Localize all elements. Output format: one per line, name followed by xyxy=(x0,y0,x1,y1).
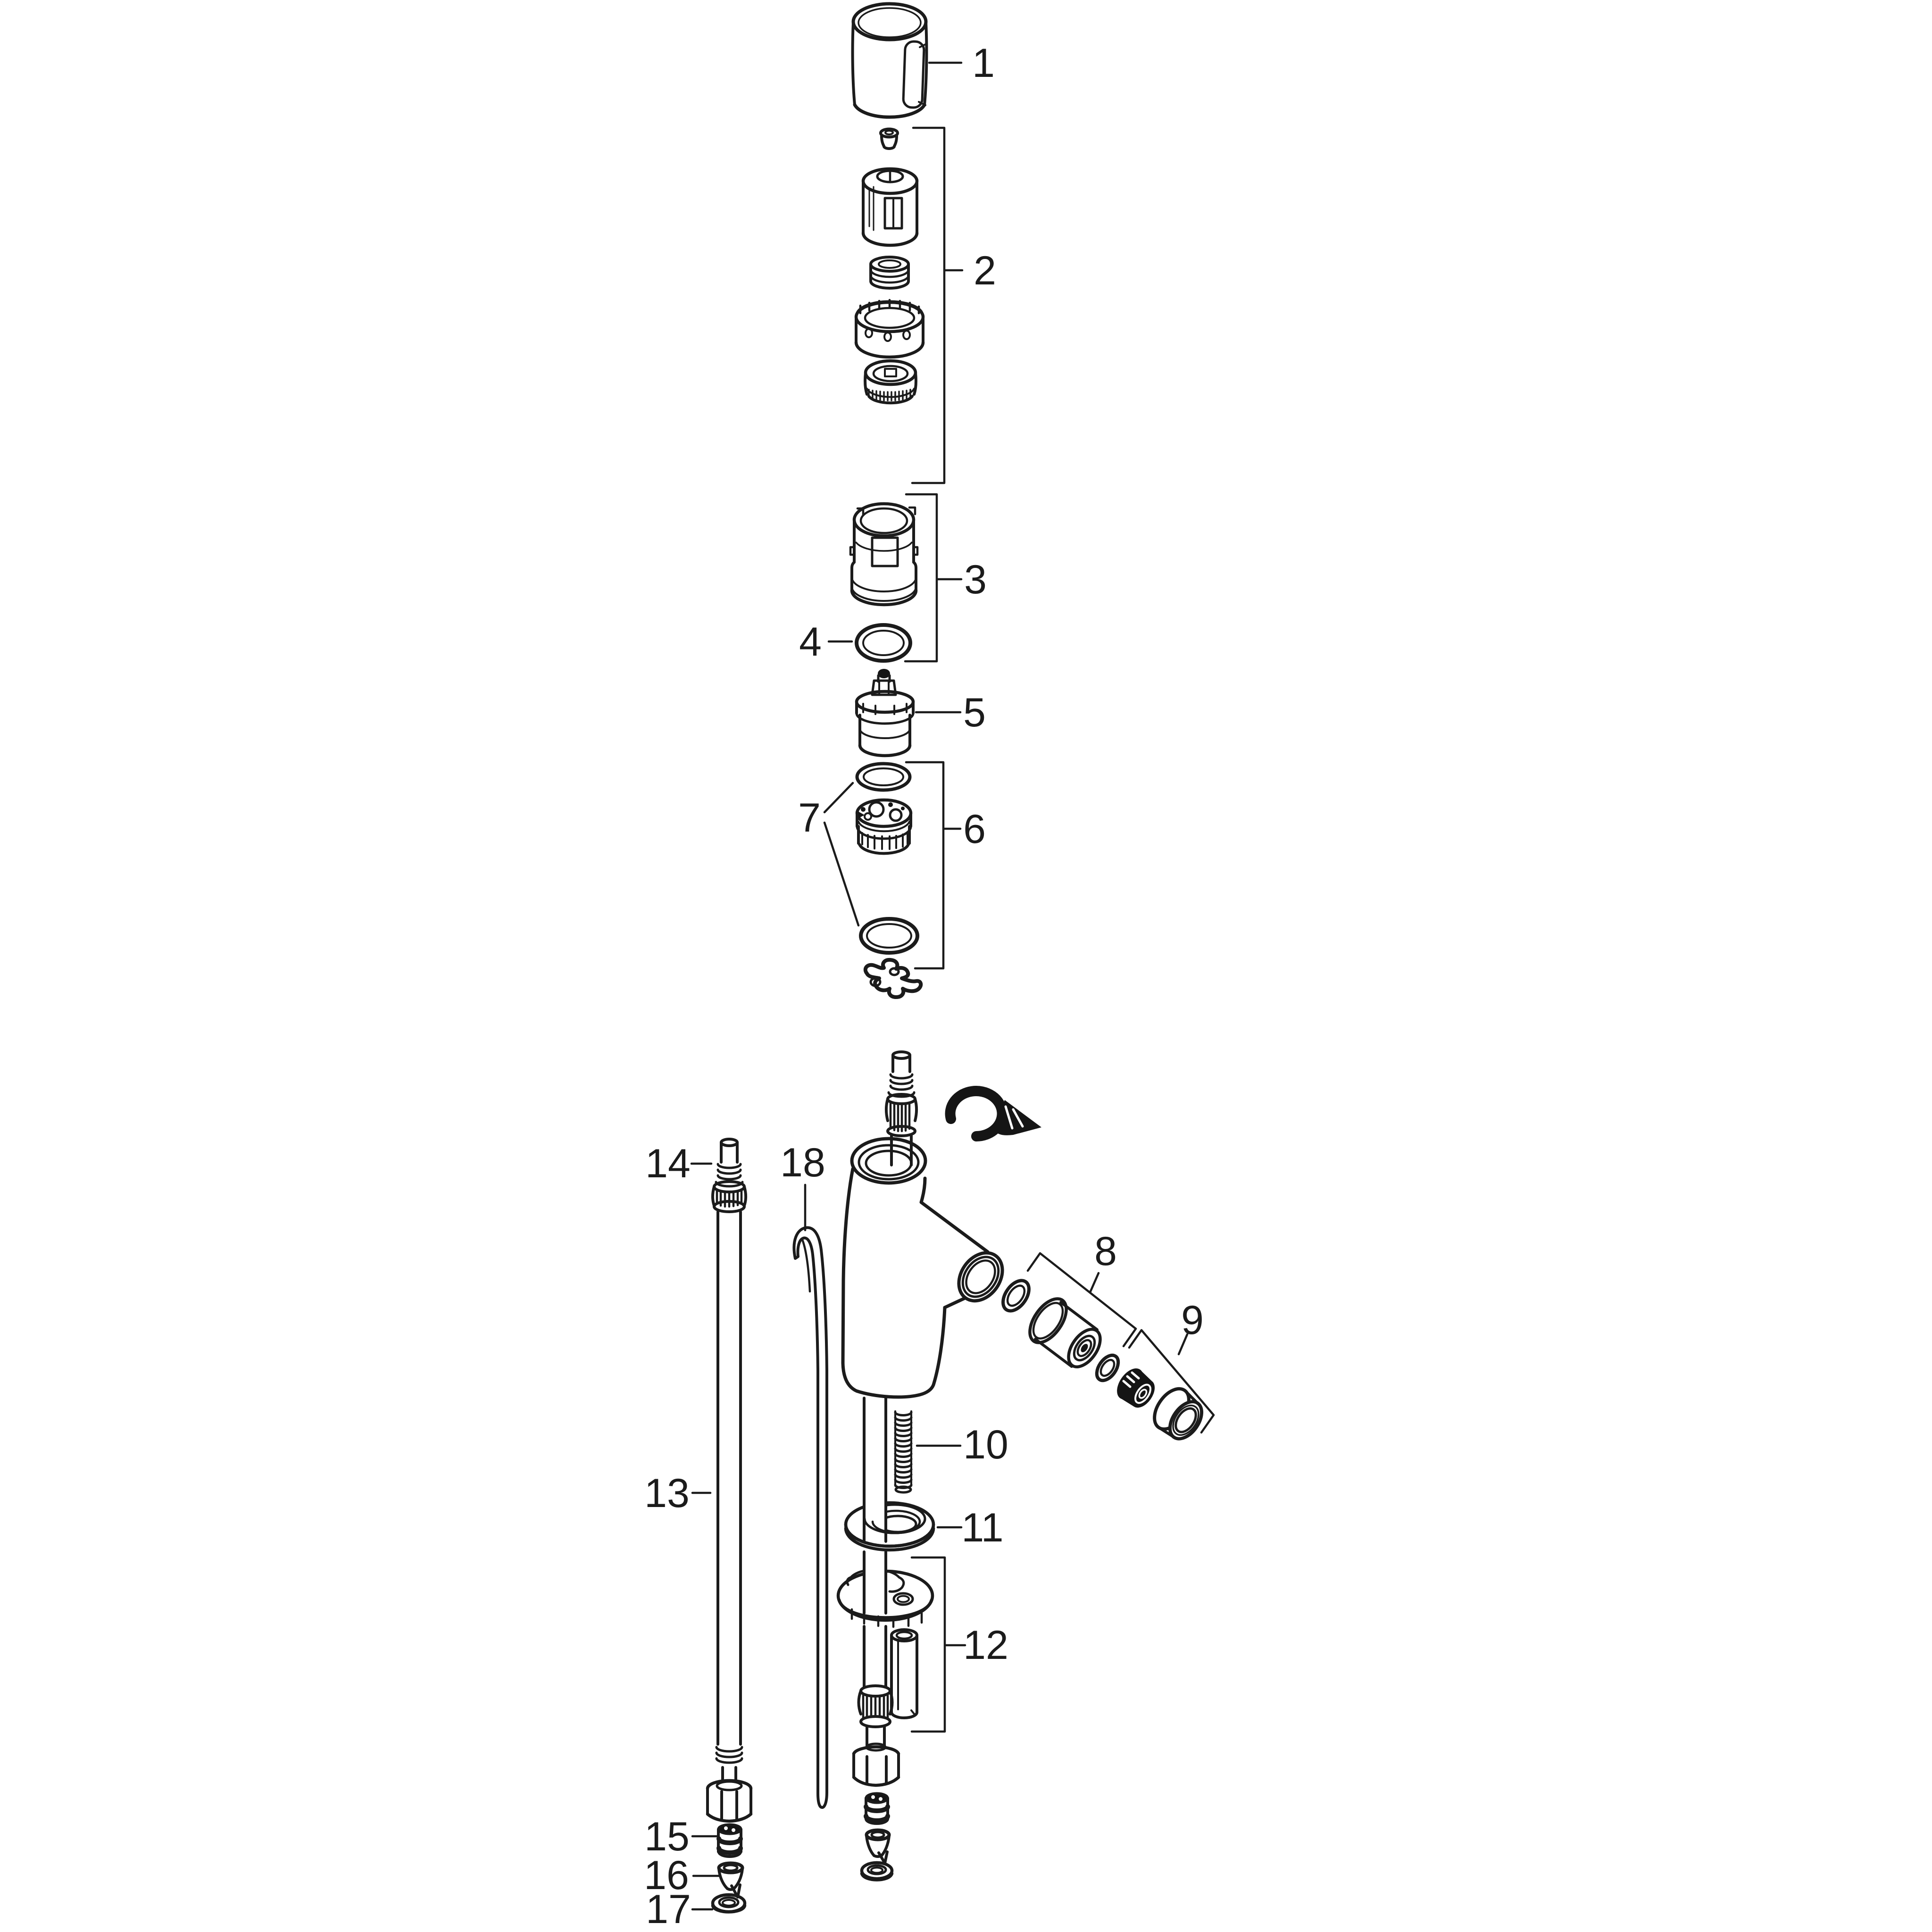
aerator-shell xyxy=(1153,1387,1204,1441)
callout-3: 3 xyxy=(964,557,987,602)
bracket-9 xyxy=(1128,1329,1215,1434)
o-ring-bottom xyxy=(859,917,919,955)
spout-coupling xyxy=(1028,1297,1102,1369)
callout-11: 11 xyxy=(961,1505,1003,1550)
hose-union-nut xyxy=(706,1746,753,1823)
handle-adapter-sleeve xyxy=(861,167,919,247)
callout-17: 17 xyxy=(646,1887,691,1932)
hose-tube xyxy=(716,1210,742,1746)
shank-filter-insert xyxy=(864,1792,890,1825)
bracket-12 xyxy=(910,1556,966,1733)
leader-7 xyxy=(823,782,860,927)
shank-tube-front-segment-2 xyxy=(837,1550,933,1628)
spring-ring xyxy=(869,256,910,290)
aerator-set xyxy=(1117,1368,1204,1441)
spout-seal-set xyxy=(1001,1279,1120,1382)
bracket-3 xyxy=(904,493,963,663)
filter-insert xyxy=(716,1823,743,1858)
cartridge-base-disc xyxy=(855,798,913,855)
shank-collet xyxy=(857,1625,894,1749)
callout-2: 2 xyxy=(974,248,996,293)
hose-connector-tip xyxy=(711,1138,747,1213)
shank-nut xyxy=(852,1742,900,1787)
pop-up-rod xyxy=(792,1226,828,1809)
spout-seal xyxy=(1095,1353,1120,1382)
clip-wrench-tool xyxy=(945,1086,1041,1141)
callout-5: 5 xyxy=(963,690,986,735)
spline-ring xyxy=(854,299,925,359)
supply-hose xyxy=(706,1138,753,1823)
faucet-body xyxy=(841,1137,1004,1399)
body-top-connector xyxy=(885,1050,918,1166)
o-ring-top xyxy=(855,762,912,792)
set-screw xyxy=(879,127,899,150)
callout-6: 6 xyxy=(963,807,986,852)
callout-4: 4 xyxy=(799,619,822,665)
spout-o-ring xyxy=(1001,1279,1031,1313)
cartridge xyxy=(855,669,915,758)
washer xyxy=(711,1893,747,1914)
aerator-insert xyxy=(1117,1368,1155,1408)
shank-washer xyxy=(860,1861,894,1882)
callout-9: 9 xyxy=(1181,1298,1204,1343)
knurled-nut xyxy=(864,359,917,405)
callout-15: 15 xyxy=(644,1814,690,1859)
spout-opening xyxy=(957,1251,1004,1303)
callout-18: 18 xyxy=(780,1140,825,1185)
handle-cap xyxy=(851,2,928,119)
threaded-stud xyxy=(894,1410,913,1494)
spacer-sleeve xyxy=(890,1628,918,1719)
bracket-6 xyxy=(905,761,962,970)
callout-1: 1 xyxy=(972,41,995,86)
bracket-2 xyxy=(911,126,964,484)
callout-16: 16 xyxy=(644,1853,689,1898)
callout-13: 13 xyxy=(644,1471,690,1516)
callout-7: 7 xyxy=(798,795,821,841)
shank-tube-front-segment xyxy=(844,1470,935,1548)
callout-10: 10 xyxy=(963,1422,1008,1467)
callout-14: 14 xyxy=(645,1141,691,1186)
o-ring xyxy=(855,623,912,663)
seal-set xyxy=(855,762,923,999)
cartridge-cover xyxy=(849,502,919,607)
callout-8: 8 xyxy=(1094,1229,1117,1274)
base-gasket-star xyxy=(863,958,923,999)
bracket-8 xyxy=(1026,1252,1137,1348)
callout-12: 12 xyxy=(963,1623,1008,1668)
